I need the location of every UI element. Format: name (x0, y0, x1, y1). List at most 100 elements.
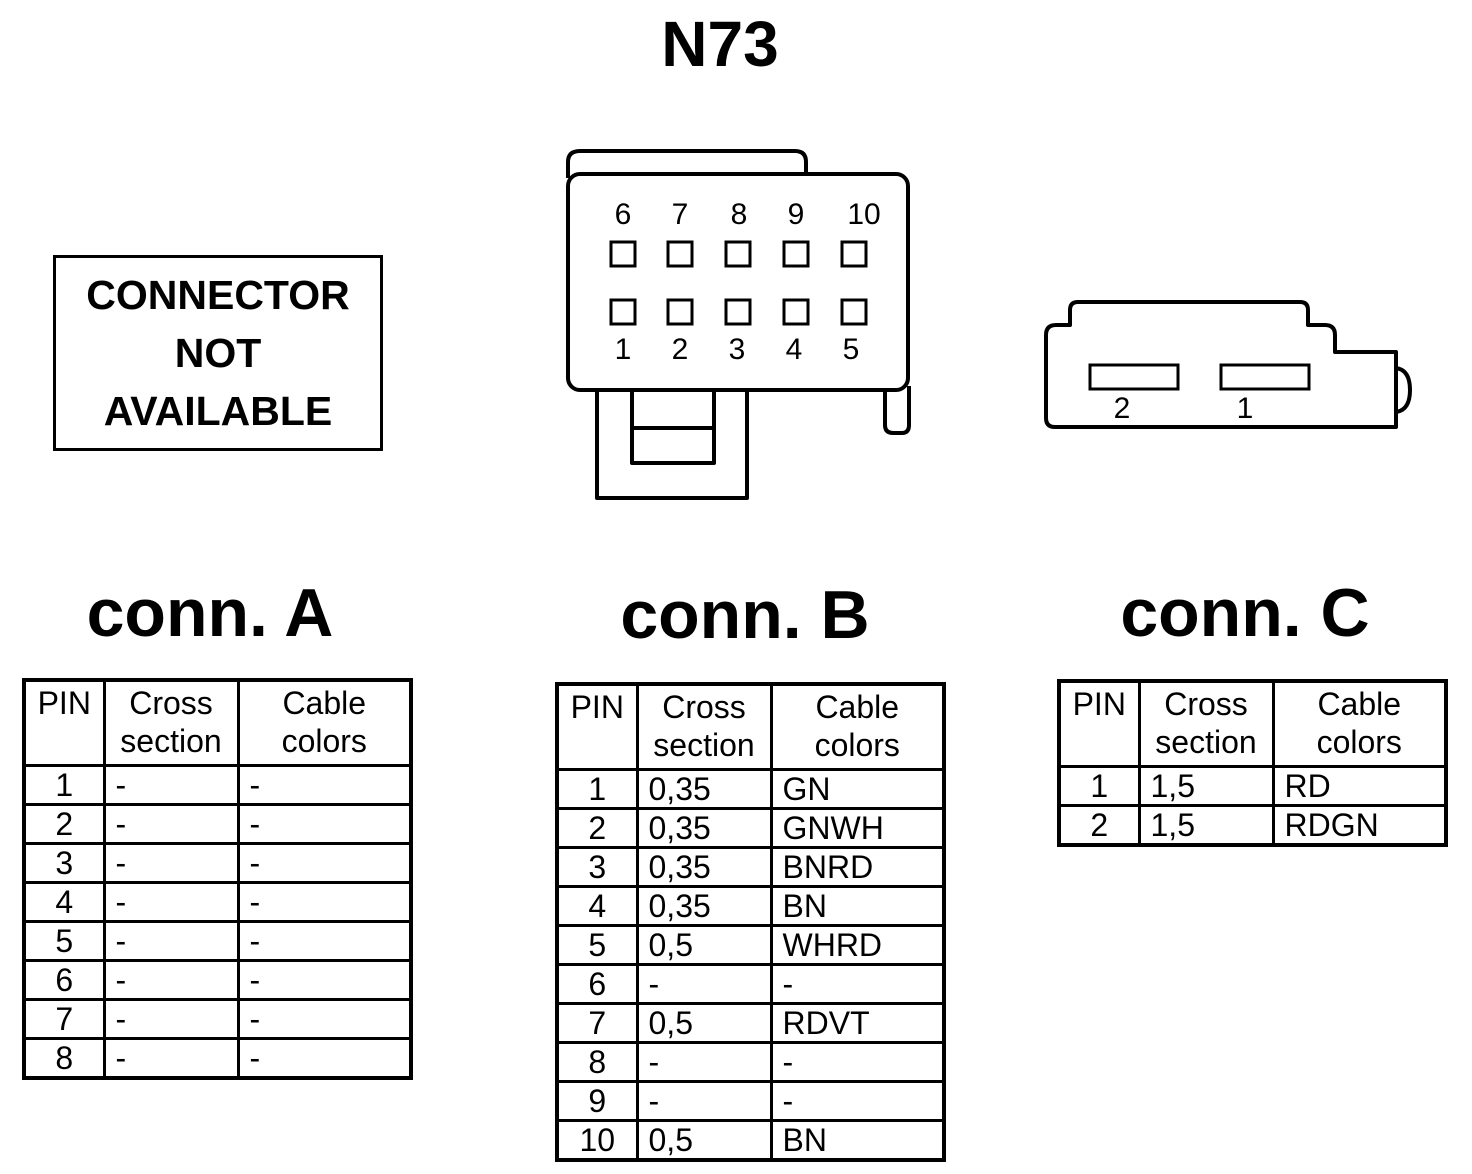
cable-color-cell: - (236, 998, 413, 1040)
cross-section-cell: - (635, 1041, 773, 1083)
table-row: 8-- (22, 1037, 413, 1080)
pin-label-6: 6 (615, 198, 632, 231)
connector-b-body (566, 172, 910, 392)
connector-c-pin-2 (1088, 363, 1180, 391)
pin-hole-5 (840, 298, 868, 326)
header-cross-section-line: Cross (1164, 686, 1248, 722)
pin-cell: 2 (1057, 804, 1141, 847)
connector-b-drawing: 6 7 8 9 10 1 2 3 4 5 2 1 (566, 149, 1412, 500)
pin-cell: 2 (555, 807, 639, 849)
na-line-2: NOT (174, 330, 262, 376)
pin-label-9: 9 (788, 198, 805, 231)
pin-cell: 7 (555, 1002, 639, 1044)
connector-b-cable-exit (595, 390, 749, 500)
cross-section-cell: - (102, 803, 240, 845)
table-row: 5-- (22, 920, 413, 962)
pin-hole-4 (782, 298, 810, 326)
cross-section-cell: 0,35 (635, 768, 773, 810)
table-row: 1-- (22, 764, 413, 806)
na-line-1: CONNECTOR (86, 272, 350, 318)
pin-label-7: 7 (672, 198, 689, 231)
table-row: 4-- (22, 881, 413, 923)
connector-b-back-shell (566, 149, 808, 178)
cross-section-cell: - (102, 842, 240, 884)
header-cross-section-line: section (1155, 724, 1257, 760)
cross-section-cell: - (635, 1080, 773, 1122)
pin-cell: 4 (22, 881, 106, 923)
cross-section-cell: 1,5 (1137, 804, 1275, 847)
table-row: 6-- (22, 959, 413, 1001)
cross-section-cell: - (635, 963, 773, 1005)
pin-label-4: 4 (786, 333, 803, 366)
cross-section-cell: - (102, 1037, 240, 1080)
pin-cell: 7 (22, 998, 106, 1040)
pin-hole-10 (840, 240, 868, 268)
pin-cell: 2 (22, 803, 106, 845)
diagram-title: N73 (661, 8, 779, 80)
table-row: 2-- (22, 803, 413, 845)
pin-hole-7 (666, 240, 694, 268)
cross-section-cell: - (102, 881, 240, 923)
cable-color-cell: - (769, 1041, 946, 1083)
pin-label-10: 10 (847, 198, 880, 231)
pin-cell: 1 (1057, 765, 1141, 807)
cross-section-cell: - (102, 764, 240, 806)
pin-hole-9 (782, 240, 810, 268)
cross-section-cell: 0,5 (635, 1002, 773, 1044)
cable-color-cell: - (236, 842, 413, 884)
cable-color-cell: BN (769, 1119, 946, 1162)
pin-label-2: 2 (672, 333, 689, 366)
conn-b-label: conn. B (620, 577, 870, 653)
header-cable-colors-line: Cable (1317, 686, 1402, 722)
pin-cell: 6 (555, 963, 639, 1005)
cross-section-cell: - (102, 998, 240, 1040)
header-pin: PIN (22, 678, 106, 767)
pin-label-3: 3 (729, 333, 746, 366)
pin-cell: 3 (555, 846, 639, 888)
cable-color-cell: RDVT (769, 1002, 946, 1044)
header-cable-colors-line: Cable (282, 685, 367, 721)
table-row: 6-- (555, 963, 946, 1005)
cable-color-cell: - (236, 959, 413, 1001)
pin-hole-3 (724, 298, 752, 326)
table-row: 3-- (22, 842, 413, 884)
pin-hole-8 (724, 240, 752, 268)
pin-cell: 1 (22, 764, 106, 806)
pin-cell: 10 (555, 1119, 639, 1162)
cable-color-cell: WHRD (769, 924, 946, 966)
cross-section-cell: 0,35 (635, 846, 773, 888)
header-cable-colors-line: colors (814, 727, 900, 763)
connector-c-body (1044, 300, 1398, 429)
pin-label-5: 5 (843, 333, 860, 366)
cable-color-cell: - (236, 920, 413, 962)
cable-color-cell: GN (769, 768, 946, 810)
header-cross-section-line: Cross (662, 689, 746, 725)
pin-label-1: 1 (615, 333, 632, 366)
pin-cell: 6 (22, 959, 106, 1001)
cable-color-cell: RDGN (1271, 804, 1448, 847)
header-cable-colors-line: colors (1316, 724, 1402, 760)
pin-cell: 8 (555, 1041, 639, 1083)
header-cable-colors-line: colors (281, 723, 367, 759)
cable-color-cell: - (769, 1080, 946, 1122)
pin-hole-6 (609, 240, 637, 268)
cross-section-cell: 0,5 (635, 924, 773, 966)
connector-c-latch (1395, 366, 1412, 414)
cable-color-cell: - (236, 1037, 413, 1080)
header-cross-section-line: section (653, 727, 755, 763)
header-cable-colors-line: Cable (815, 689, 900, 725)
